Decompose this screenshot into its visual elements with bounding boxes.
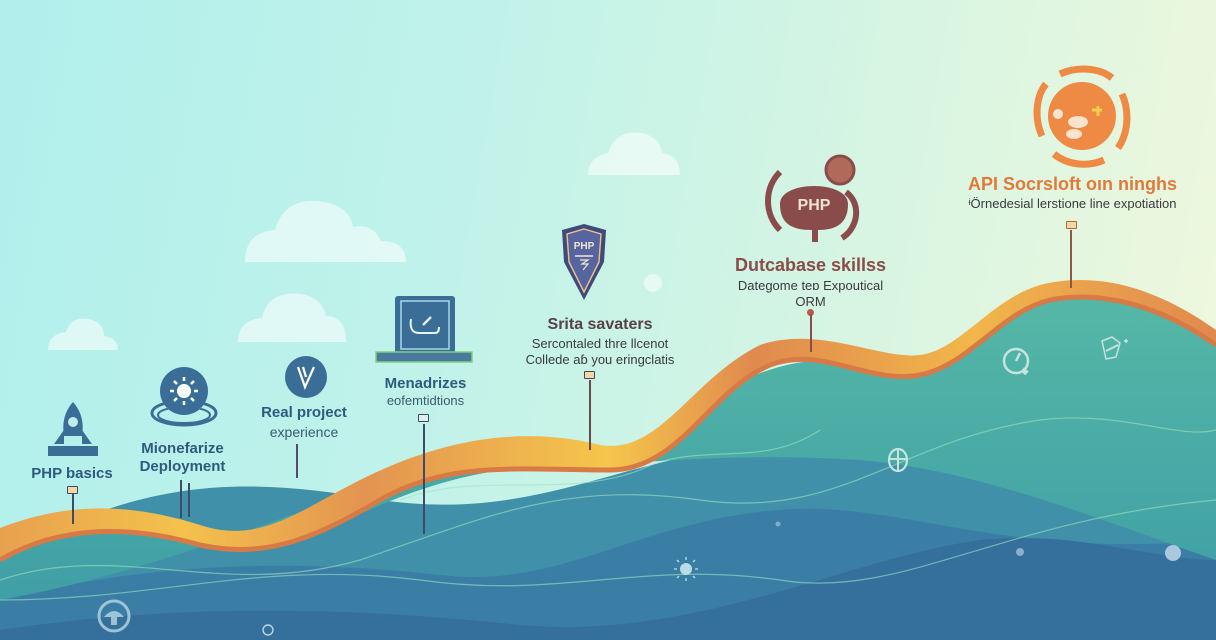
php-elephant-icon: PHP xyxy=(765,154,859,242)
milestone-title: Mionefarize xyxy=(141,440,224,457)
milestone-database[interactable]: Dutcabase skillss Dategome teɒ Expoutica… xyxy=(708,254,913,310)
milestone-deployment[interactable]: Mionefarize Deployment xyxy=(125,440,240,476)
rocket-icon xyxy=(48,402,98,456)
milestone-pin xyxy=(589,380,591,450)
milestone-title-line2: Deployment xyxy=(139,458,226,475)
milestone-subtitle-line2: Collede aɓ you eringclatis xyxy=(525,352,675,367)
clock-icon xyxy=(1002,347,1030,376)
milestone-flag xyxy=(67,486,78,494)
milestone-title: API Socrsloft oın ninghs xyxy=(967,174,1177,194)
milestone-subtitle-line2: ORM xyxy=(795,294,826,309)
milestone-title: Menadrizes xyxy=(384,375,467,392)
laptop-code-icon xyxy=(375,296,473,363)
milestone-flag xyxy=(418,414,429,422)
milestone-php-basics[interactable]: PHP basics xyxy=(22,465,122,483)
clouds xyxy=(48,132,680,350)
rocket-small-icon xyxy=(1101,336,1128,360)
milestone-pin xyxy=(1070,230,1072,288)
mushroom-icon xyxy=(97,599,131,633)
shield-badge-text: PHP xyxy=(574,241,595,252)
milestone-title: Srita savaters xyxy=(547,316,653,333)
milestone-title: Real project xyxy=(261,404,347,421)
milestone-pin xyxy=(810,314,812,352)
milestone-pin xyxy=(423,424,425,534)
milestone-subtitle: experience xyxy=(269,424,339,440)
robot-icon xyxy=(887,447,909,473)
php-badge-text: PHP xyxy=(798,197,831,214)
milestone-pin xyxy=(72,494,74,524)
milestone-pin xyxy=(188,483,190,517)
milestone-frameworks[interactable]: Menadrizes eofemtidtions xyxy=(368,375,483,409)
milestone-subtitle: eofemtidtions xyxy=(386,393,465,408)
shield-icon: PHP xyxy=(562,224,606,300)
milestone-flag xyxy=(584,371,595,379)
milestone-api[interactable]: API Socrsloft oın ninghs ᶤÖrnedesial ler… xyxy=(945,173,1200,212)
check-v-icon xyxy=(285,356,327,398)
milestone-pin xyxy=(180,480,182,518)
sun-bug-icon xyxy=(674,557,698,581)
milestone-title: PHP basics xyxy=(31,465,113,482)
milestone-security[interactable]: Srita savaters Sercontaled thre llcenot … xyxy=(490,316,710,368)
milestone-subtitle: Dategome teɒ Expoutical xyxy=(737,278,884,293)
milestone-subtitle: ᶤÖrnedesial lerstione line expotiation xyxy=(968,196,1177,211)
gear-sun-icon xyxy=(150,367,218,427)
milestone-flag xyxy=(1066,221,1077,229)
milestone-title: Dutcabase skillss xyxy=(734,255,887,275)
milestone-subtitle: Sercontaled thre llcenot xyxy=(531,336,669,351)
bubble-icon xyxy=(262,624,274,636)
milestone-real-project[interactable]: Real project experience xyxy=(248,404,360,440)
globe-sync-icon xyxy=(1033,65,1131,168)
milestone-dot xyxy=(807,309,814,316)
milestone-pin xyxy=(296,444,298,478)
